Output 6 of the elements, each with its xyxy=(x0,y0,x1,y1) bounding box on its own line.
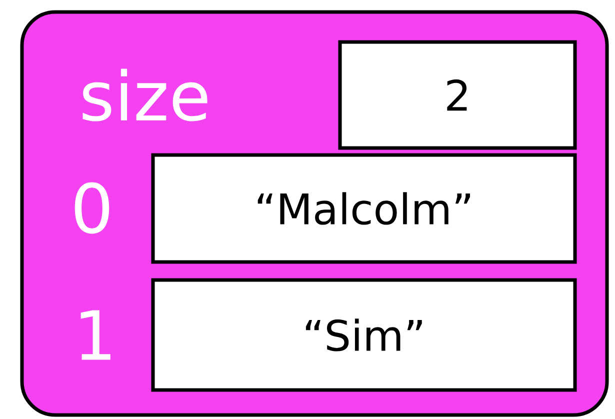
index-label: size xyxy=(82,68,208,122)
value-box: 2 xyxy=(338,40,577,150)
index-label: 1 xyxy=(80,310,110,360)
value-box: “Sim” xyxy=(151,278,577,392)
value-box: “Malcolm” xyxy=(151,153,577,264)
index-label: 0 xyxy=(74,182,110,234)
